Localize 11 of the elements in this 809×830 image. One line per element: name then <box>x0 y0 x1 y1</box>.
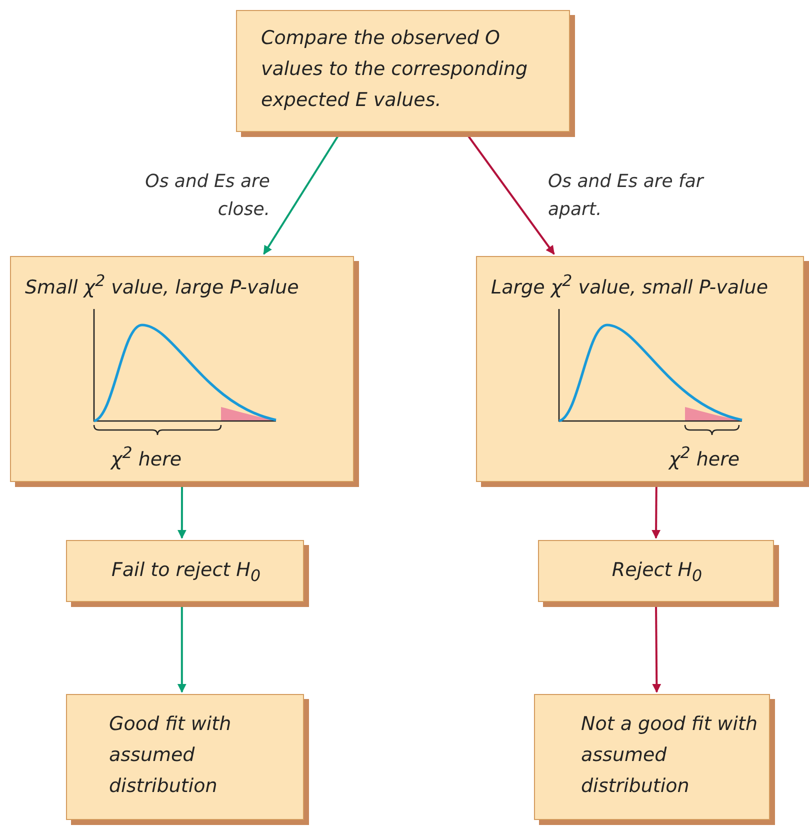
axis-note: χ$^{2}$ here <box>669 442 741 472</box>
edge-label: Os and Es are far apart. <box>548 170 706 222</box>
box-text: Fail to reject H$_{0}$ <box>110 558 262 587</box>
box-text: Compare the observed O values to the corresponding expected E values. <box>261 26 529 113</box>
axis-note: χ$^{2}$ here <box>111 442 183 472</box>
box-text: Reject H$_{0}$ <box>610 558 704 587</box>
box-text: Not a good fit with assumed distribution <box>581 712 758 799</box>
box-text: Large χ$^{2}$ value, small P-value <box>491 270 770 300</box>
box-text: Good fit with assumed distribution <box>109 712 232 799</box>
edge-label: Os and Es are close. <box>144 170 270 222</box>
box-text: Small χ$^{2}$ value, large P-value <box>25 270 300 300</box>
